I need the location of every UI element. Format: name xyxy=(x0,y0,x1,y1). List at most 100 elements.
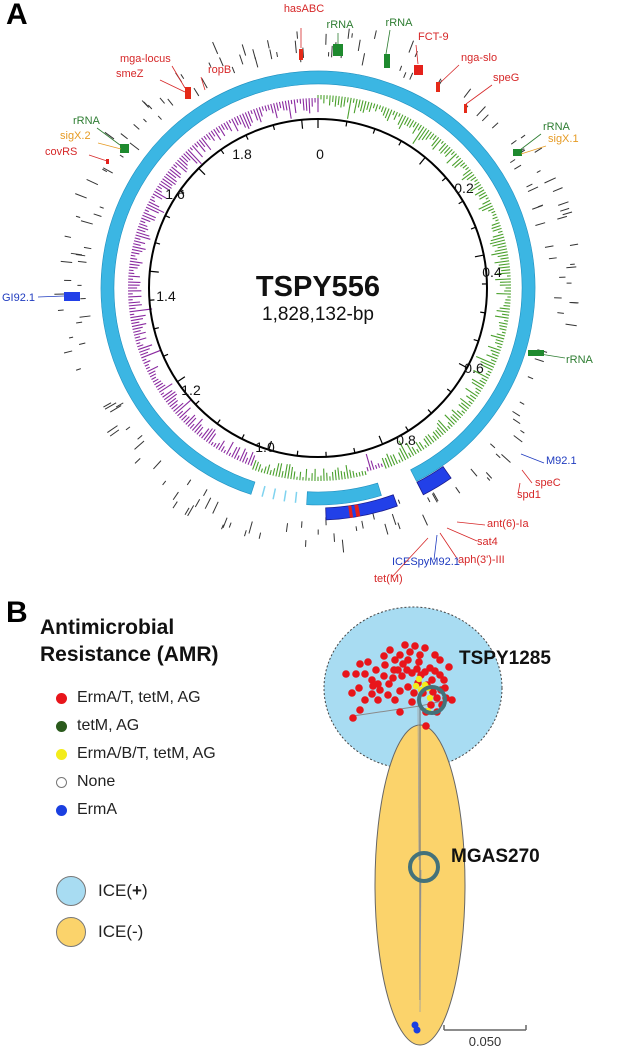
gc-skew-bar xyxy=(185,414,196,425)
gc-skew-bar xyxy=(293,471,296,480)
isolate-node-red xyxy=(445,663,453,671)
feature-tick xyxy=(99,206,104,209)
feature-tick xyxy=(244,530,247,537)
gc-skew-bar xyxy=(267,104,270,111)
gc-skew-bar xyxy=(154,190,167,199)
feature-tick xyxy=(431,493,438,503)
gc-skew-bar xyxy=(231,446,238,458)
gc-skew-bar xyxy=(370,460,375,470)
feature-tick xyxy=(331,45,333,58)
scale-ticks: 00.20.40.60.81.01.21.41.61.8 xyxy=(149,119,502,457)
panel-b-phylogeny: TSPY1285 MGAS270 0.050 xyxy=(323,606,551,1049)
scale-tick xyxy=(198,167,206,176)
gc-skew-bar xyxy=(460,402,469,410)
annotation-label: ropB xyxy=(208,64,231,76)
annotation-leader xyxy=(37,295,65,298)
gc-skew-bar xyxy=(152,193,163,200)
gc-skew-bar xyxy=(500,257,509,260)
gc-skew-bar xyxy=(450,416,457,423)
feature-tick xyxy=(513,435,523,443)
feature-tick xyxy=(75,193,87,199)
scale-tick xyxy=(458,200,464,205)
feature-tick xyxy=(104,402,117,410)
gc-skew-bar xyxy=(447,421,453,427)
gc-skew-bar xyxy=(490,349,500,354)
gc-skew-bar xyxy=(381,457,387,469)
gc-skew-bar xyxy=(481,205,493,212)
scale-tick xyxy=(345,121,348,127)
gc-skew-bar xyxy=(398,115,407,130)
isolate-node-red xyxy=(356,706,364,714)
gc-skew-bar xyxy=(183,416,190,423)
feature-tick xyxy=(187,505,195,517)
gc-skew-bar xyxy=(242,451,248,463)
feature-tick xyxy=(172,501,178,509)
scale-tick xyxy=(446,388,452,393)
feature-tick xyxy=(432,492,439,502)
gc-skew-bar xyxy=(177,159,188,170)
feature-tick xyxy=(514,164,522,170)
backbone-arc xyxy=(306,482,382,506)
feature-tick xyxy=(296,31,299,39)
gc-skew-bar xyxy=(141,217,151,223)
scale-tick xyxy=(245,134,249,140)
backbone-arc xyxy=(100,70,536,495)
feature-tick xyxy=(208,62,212,68)
gc-skew-bar xyxy=(496,333,506,337)
feature-tick xyxy=(153,460,162,470)
gc-skew-bar xyxy=(487,370,492,374)
gc-skew-bar xyxy=(474,179,478,183)
feature-tick xyxy=(512,410,521,417)
annotation-label: rRNA xyxy=(73,115,101,127)
gc-skew-bar xyxy=(403,117,409,125)
tspy1285-highlight-ring xyxy=(417,685,447,715)
annotation-leader xyxy=(385,29,391,55)
gc-skew-bar xyxy=(498,230,503,234)
gc-skew-bar xyxy=(355,472,358,478)
gc-skew-bar xyxy=(191,418,203,431)
gc-skew-bar xyxy=(497,345,502,349)
annotation-leader xyxy=(446,527,478,542)
gc-skew-bar xyxy=(491,222,500,226)
gc-skew-bar xyxy=(162,178,173,187)
gc-skew-bar xyxy=(233,447,241,459)
annotation-label: aph(3')-III xyxy=(458,554,505,566)
gc-skew-bar xyxy=(454,159,464,169)
feature-tick xyxy=(68,336,74,339)
feature-tick xyxy=(115,402,124,408)
gc-skew-bar xyxy=(451,409,462,419)
gc-skew-bar xyxy=(163,391,176,401)
gc-skew-bar xyxy=(187,417,197,427)
feature-tick xyxy=(63,350,73,354)
gc-skew-bar xyxy=(155,382,164,388)
gc-skew-bar xyxy=(362,100,367,113)
feature-tick xyxy=(212,41,219,55)
feature-tick xyxy=(408,40,414,53)
gc-skew-bar xyxy=(494,341,503,346)
gc-skew-bar xyxy=(486,354,498,360)
feature-tick xyxy=(64,235,72,238)
gc-skew-bar xyxy=(374,104,379,112)
gc-skew-bar xyxy=(473,369,489,379)
gc-skew-bar xyxy=(478,202,492,210)
scale-label: 0 xyxy=(316,146,324,162)
gc-skew-bar xyxy=(479,194,488,200)
gc-skew-bar xyxy=(491,353,499,357)
isolate-node-red xyxy=(355,684,363,692)
gc-skew-bar xyxy=(462,169,471,176)
annotation-leader xyxy=(440,64,460,83)
gc-skew-bar xyxy=(270,103,274,114)
gc-skew-bar xyxy=(133,331,146,336)
gc-skew-bar xyxy=(471,381,483,390)
feature-tick xyxy=(258,532,262,539)
gc-skew-bar xyxy=(189,147,193,151)
isolate-node-red xyxy=(436,656,444,664)
gc-skew-bar xyxy=(213,128,222,141)
gc-skew-bar xyxy=(456,410,464,417)
feature-tick xyxy=(510,139,517,145)
gc-skew-bar xyxy=(278,463,283,478)
gc-skew-bar xyxy=(494,260,510,264)
feature-tick xyxy=(241,44,247,56)
isolate-node-red xyxy=(404,683,412,691)
gc-skew-bar xyxy=(194,424,202,433)
